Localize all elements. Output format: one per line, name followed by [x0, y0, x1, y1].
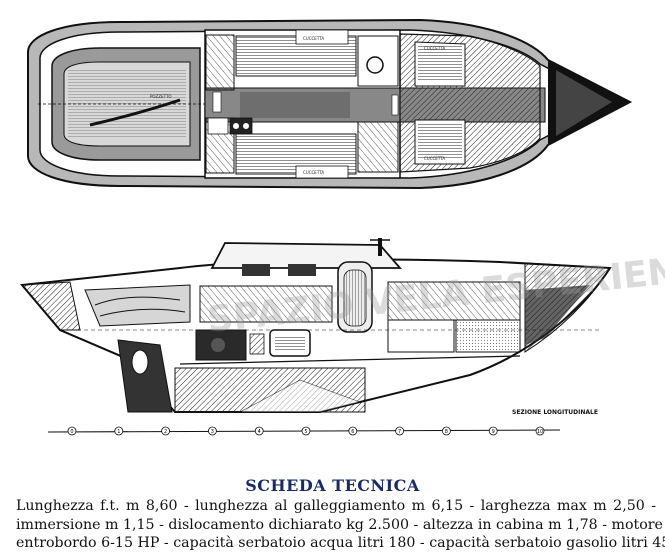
- station-number: 2: [164, 429, 167, 435]
- boat-technical-drawing: POZZETTO CUCCETTA CUCCETTA CUCCETTA CUCC…: [20, 18, 665, 436]
- station-number: 6: [351, 429, 354, 435]
- station-marker: [254, 426, 264, 436]
- technical-sheet-caption: SCHEDA TECNICA Lunghezza f.t. m 8,60 - l…: [0, 470, 665, 558]
- station-marker: [395, 426, 405, 436]
- station-number: 9: [492, 429, 495, 435]
- section-rudder: [117, 339, 173, 413]
- station-marker: [207, 426, 217, 436]
- station-number: 5: [304, 429, 307, 435]
- plan-label-cuccetta-fwd-port: CUCCETTA: [424, 46, 445, 51]
- station-marker: [441, 426, 451, 436]
- station-number: 3: [211, 429, 214, 435]
- station-number: 1: [117, 429, 120, 435]
- station-marker: [161, 426, 171, 436]
- station-marker: [114, 426, 124, 436]
- station-number: 4: [258, 429, 261, 435]
- station-marker: [535, 426, 545, 436]
- station-marker: [67, 426, 77, 436]
- sheet-title: SCHEDA TECNICA: [245, 476, 420, 495]
- plan-label-cuccetta-port: CUCCETTA: [303, 36, 324, 41]
- station-number: 0: [70, 429, 73, 435]
- station-number: 8: [445, 429, 448, 435]
- specs-text: Lunghezza f.t. m 8,60 - lunghezza al gal…: [16, 497, 665, 553]
- spec-line-2: immersione m 1,15 - dislocamento dichiar…: [16, 516, 663, 533]
- plan-label-pozzetto: POZZETTO: [150, 94, 172, 99]
- station-number: 7: [398, 429, 401, 435]
- plan-label-cuccetta-starboard: CUCCETTA: [303, 170, 324, 175]
- spec-line-3: entrobordo 6-15 HP - capacità serbatoio …: [16, 535, 665, 551]
- deck-plan-view: POZZETTO CUCCETTA CUCCETTA CUCCETTA CUCC…: [27, 18, 633, 190]
- spec-line-1: Lunghezza f.t. m 8,60 - lunghezza al gal…: [16, 498, 656, 514]
- station-number: 10: [537, 429, 543, 435]
- station-marker: [301, 426, 311, 436]
- station-marker: [348, 426, 358, 436]
- station-marker: [488, 426, 498, 436]
- station-baseline: 0 1 2 3 4 5 6 7 8 9 10: [47, 426, 561, 436]
- section-title-label: SEZIONE LONGITUDINALE: [512, 409, 598, 416]
- plan-label-cuccetta-fwd-starboard: CUCCETTA: [424, 156, 445, 161]
- longitudinal-section-view: SEZIONE LONGITUDINALE SPAZIO VELA ESPERI…: [20, 238, 665, 416]
